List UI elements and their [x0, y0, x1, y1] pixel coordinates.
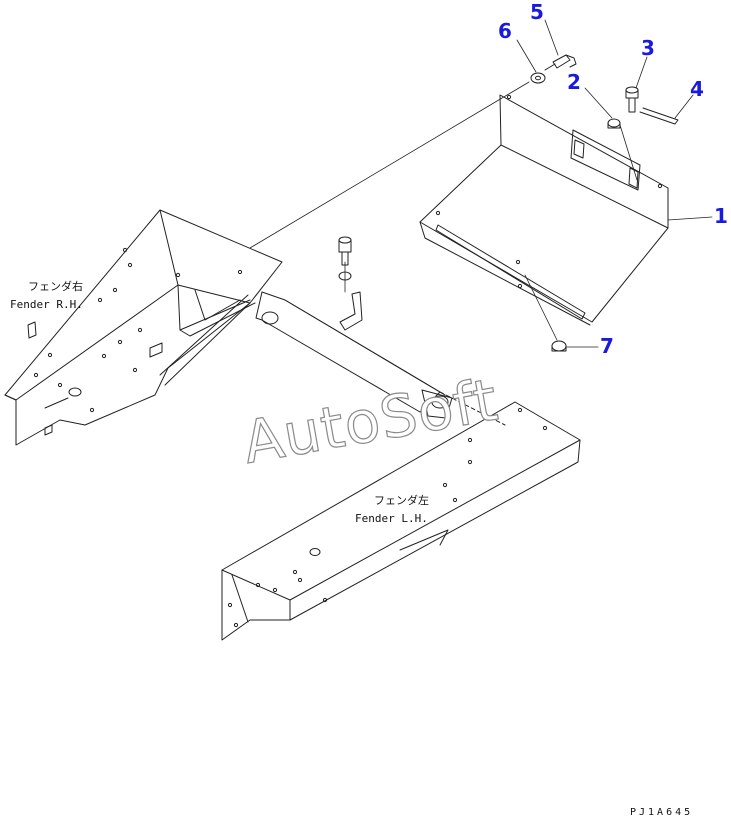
callout-4: 4	[690, 77, 704, 101]
washer-part-6	[530, 72, 546, 84]
callout-7: 7	[600, 334, 614, 358]
leader-lines	[249, 19, 713, 348]
callout-3: 3	[641, 36, 655, 60]
fender-lh-label-en: Fender L.H.	[355, 512, 428, 525]
support-beam	[255, 236, 506, 426]
fender-rh-label-jp: フェンダ右	[28, 280, 83, 293]
bolt-part-5	[544, 54, 577, 71]
fender-rh	[4, 209, 283, 446]
drawing-code: PJ1A645	[630, 807, 694, 818]
callout-1: 1	[714, 204, 728, 228]
nut-part-2	[607, 118, 621, 129]
callout-2: 2	[567, 70, 581, 94]
pin-part-4	[639, 107, 679, 125]
callout-6: 6	[498, 19, 512, 43]
hardware-parts	[530, 54, 679, 352]
cover-plate-part-1	[419, 94, 669, 326]
nut-part-7	[551, 340, 567, 352]
fender-lh-label-jp: フェンダ左	[374, 494, 429, 507]
fender-rh-label-en: Fender R.H.	[10, 298, 83, 311]
bolt-part-3	[625, 86, 639, 113]
callout-5: 5	[530, 0, 544, 24]
fender-lh	[221, 401, 581, 641]
